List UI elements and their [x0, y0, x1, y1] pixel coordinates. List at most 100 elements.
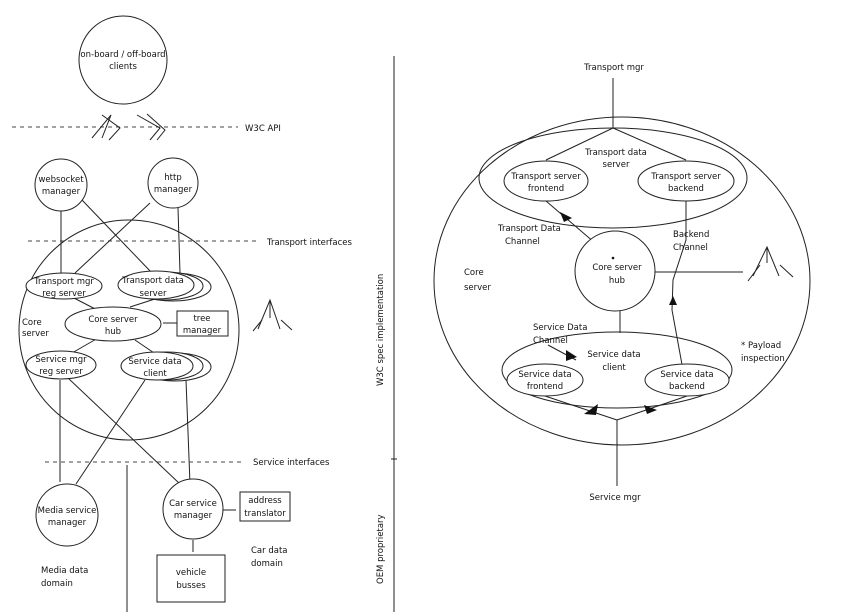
- service-data-backend-label-1: Service data: [660, 370, 713, 380]
- websocket-manager-node: [34, 158, 88, 212]
- service-mgr-reg-server-label-1: Service mgr: [35, 355, 87, 365]
- hub-dot: [611, 256, 615, 260]
- right-tree-icon: [747, 245, 794, 282]
- left-core-server-hub-label-2: hub: [105, 327, 121, 337]
- car-data-domain-label-1: Car data: [251, 546, 288, 556]
- service-data-backend-label-2: backend: [669, 382, 705, 392]
- right-core-server-hub-node: [574, 230, 656, 312]
- tree-manager-label-2: manager: [183, 326, 222, 336]
- transport-mgr-reg-server-label-1: Transport mgr: [33, 277, 94, 287]
- backend-channel-label-1: Backend: [673, 230, 709, 240]
- service-mgr-label: Service mgr: [589, 493, 641, 503]
- websocket-manager-label-2: manager: [42, 187, 81, 197]
- left-core-server-hub-label-1: Core server: [88, 315, 138, 325]
- media-data-domain-label-1: Media data: [41, 566, 88, 576]
- transport-server-frontend-label-1: Transport server: [510, 172, 581, 182]
- payload-inspection-label-1: * Payload: [741, 341, 781, 351]
- right-core-server-circle: [433, 116, 811, 446]
- vehicle-busses-label-1: vehicle: [176, 568, 206, 578]
- transport-data-server-node: [117, 270, 195, 300]
- clients-node: [78, 15, 168, 105]
- car-service-manager-label-1: Car service: [169, 499, 217, 509]
- service-data-frontend-label-2: frontend: [527, 382, 563, 392]
- right-core-server-hub-label-2: hub: [609, 276, 625, 286]
- car-service-manager-label-2: manager: [174, 511, 213, 521]
- clients-label-1: on-board / off-board: [80, 50, 165, 60]
- left-core-server-label-2: server: [22, 329, 49, 339]
- w3c-api-label: W3C API: [245, 124, 281, 134]
- backend-channel-label-2: Channel: [673, 243, 708, 253]
- service-data-channel-label-2: Channel: [533, 336, 568, 346]
- transport-server-backend-label-2: backend: [668, 184, 704, 194]
- service-mgr-reg-server-node: [25, 350, 97, 380]
- left-core-server-label-1: Core: [22, 318, 42, 328]
- right-service-data-client-label-1: Service data: [587, 350, 640, 360]
- car-service-manager-node: [162, 478, 224, 540]
- right-core-server-label-1: Core: [464, 268, 484, 278]
- transport-server-frontend-label-2: frontend: [528, 184, 564, 194]
- clients-label-2: clients: [109, 62, 137, 72]
- left-core-server-circle: [18, 219, 240, 441]
- service-data-client-node: [120, 351, 194, 381]
- media-service-manager-node: [35, 483, 99, 547]
- left-connectors: [59, 199, 236, 612]
- right-transport-data-server-label-2: server: [603, 160, 630, 170]
- transport-data-server-label-2: server: [140, 289, 167, 299]
- vehicle-busses-box: [156, 554, 226, 603]
- left-tree-icon: [252, 298, 293, 332]
- transport-data-server-label-1: Transport data: [121, 276, 184, 286]
- address-translator-box: [239, 491, 291, 522]
- service-data-channel-label-1: Service Data: [533, 323, 587, 333]
- payload-inspection-label-2: inspection: [741, 354, 785, 364]
- right-transport-data-server-label-1: Transport data: [584, 148, 647, 158]
- car-data-domain-label-2: domain: [251, 559, 283, 569]
- http-manager-label-1: http: [164, 173, 181, 183]
- right-service-data-client-label-2: client: [602, 363, 626, 373]
- tree-manager-box: [176, 310, 229, 337]
- transport-interfaces-label: Transport interfaces: [266, 238, 352, 248]
- media-service-manager-label-1: Media service: [38, 506, 97, 516]
- media-service-manager-label-2: manager: [48, 518, 87, 528]
- service-data-frontend-label-1: Service data: [518, 370, 571, 380]
- transport-mgr-reg-server-node: [25, 272, 103, 300]
- address-translator-label-2: translator: [244, 509, 286, 519]
- w3c-spec-implementation-label: W3C spec implementation: [376, 274, 386, 386]
- transport-server-backend-label-1: Transport server: [650, 172, 721, 182]
- service-data-client-label-2: client: [143, 369, 167, 379]
- oem-proprietary-label: OEM proprietary: [376, 514, 386, 584]
- transport-data-channel-label-1: Transport Data: [497, 224, 561, 234]
- service-data-client-label-1: Service data: [128, 357, 181, 367]
- right-core-server-label-2: server: [464, 283, 491, 293]
- left-diagram: on-board / off-board clients W3C API webs…: [12, 15, 352, 612]
- http-manager-node: [147, 157, 199, 209]
- media-data-domain-label-2: domain: [41, 579, 73, 589]
- service-interfaces-label: Service interfaces: [253, 458, 330, 468]
- transport-data-channel-label-2: Channel: [505, 237, 540, 247]
- right-diagram: Transport mgr Transport data server Trans…: [433, 63, 811, 503]
- transport-mgr-label: Transport mgr: [583, 63, 644, 73]
- left-core-server-hub-node: [64, 306, 162, 342]
